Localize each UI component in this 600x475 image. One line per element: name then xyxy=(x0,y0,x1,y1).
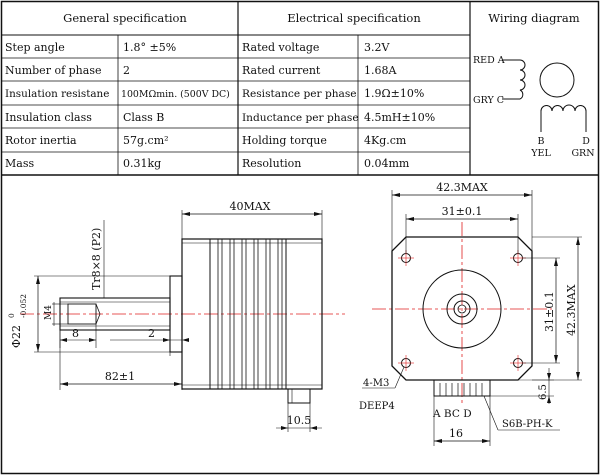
front-connector xyxy=(433,379,491,397)
dim-shaft-tol-upper: 0 xyxy=(7,313,16,318)
general-value-rotor-inertia: 57g.cm² xyxy=(123,134,169,147)
wire-red-a: RED A xyxy=(473,55,505,66)
dim-total-length: 82±1 xyxy=(105,370,135,383)
dim-thread: Tr8×8 (P2) xyxy=(90,228,103,290)
header-electrical: Electrical specification xyxy=(287,11,421,25)
front-view: 42.3MAX 31±0.1 31±0.1 42.3MAX 6.5 4-M3 D… xyxy=(359,181,582,446)
general-value-insulation-resistance: 100MΩmin. (500V DC) xyxy=(121,89,230,100)
electrical-label-current: Rated current xyxy=(242,64,321,77)
hub-ring xyxy=(446,293,478,325)
header-general: General specification xyxy=(63,11,187,25)
wire-yel: YEL xyxy=(530,148,551,159)
electrical-label-inductance: Inductance per phase xyxy=(242,112,359,124)
electrical-label-torque: Holding torque xyxy=(242,134,327,147)
side-view: 40MAX Tr8×8 (P2) Φ22 0 -0.052 M4 8 2 xyxy=(7,200,345,432)
electrical-label-resolution: Resolution xyxy=(242,157,301,170)
general-label-mass: Mass xyxy=(5,157,34,170)
wiring-diagram: RED A GRY C B YEL D GRN xyxy=(473,55,595,159)
dim-height-max: 42.3MAX xyxy=(565,284,578,336)
general-value-mass: 0.31kg xyxy=(123,157,161,170)
side-connector xyxy=(287,388,311,404)
general-value-insulation-class: Class B xyxy=(123,111,164,124)
coil-a-c xyxy=(519,59,526,100)
connector-pins: A BC D xyxy=(432,408,472,420)
general-label-insulation-resistance: Insulation resistane xyxy=(5,88,109,100)
shaft-ring xyxy=(453,300,471,318)
dim-width-max: 42.3MAX xyxy=(436,181,488,194)
dim-connector-width: 10.5 xyxy=(287,414,312,427)
dim-8: 8 xyxy=(72,327,79,340)
electrical-label-resistance: Resistance per phase xyxy=(242,88,357,100)
wire-b: B xyxy=(538,136,545,147)
wire-d: D xyxy=(582,136,590,147)
wire-gry-c: GRY C xyxy=(473,95,504,106)
note-holes: 4-M3 xyxy=(363,378,389,389)
coil-b-d xyxy=(540,104,587,112)
electrical-value-resolution: 0.04mm xyxy=(364,157,410,170)
motor-symbol xyxy=(539,62,575,98)
electrical-value-voltage: 3.2V xyxy=(364,41,390,54)
dim-16: 16 xyxy=(449,427,463,440)
coil-b-d-lines xyxy=(540,111,587,132)
cooling-fins xyxy=(217,239,283,389)
electrical-label-voltage: Rated voltage xyxy=(242,41,319,54)
boss-ring xyxy=(422,269,502,349)
general-spec-rows: Step angle 1.8° ±5% Number of phase 2 In… xyxy=(5,41,230,170)
general-label-rotor-inertia: Rotor inertia xyxy=(5,134,77,147)
electrical-value-inductance: 4.5mH±10% xyxy=(364,111,435,124)
dim-2: 2 xyxy=(148,327,155,340)
connector-part: S6B-PH-K xyxy=(502,419,553,430)
electrical-value-resistance: 1.9Ω±10% xyxy=(364,87,424,100)
header-wiring: Wiring diagram xyxy=(488,11,580,25)
general-value-step-angle: 1.8° ±5% xyxy=(123,41,176,54)
dim-body-length: 40MAX xyxy=(229,200,270,213)
electrical-value-current: 1.68A xyxy=(364,64,397,77)
general-label-phase: Number of phase xyxy=(5,64,101,77)
lead-screw xyxy=(59,297,171,331)
general-label-insulation-class: Insulation class xyxy=(5,111,92,124)
electrical-value-torque: 4Kg.cm xyxy=(364,134,407,147)
electrical-spec-rows: Rated voltage 3.2V Rated current 1.68A R… xyxy=(242,41,435,170)
dim-shaft-tol-lower: -0.052 xyxy=(19,294,28,318)
dim-shaft-diameter: Φ22 xyxy=(10,325,23,348)
dim-hole-spacing-v: 31±0.1 xyxy=(543,291,556,332)
general-label-step-angle: Step angle xyxy=(5,41,65,54)
dim-hole-spacing-h: 31±0.1 xyxy=(442,205,483,218)
wire-grn: GRN xyxy=(571,148,594,159)
dim-flat: M4 xyxy=(44,305,54,320)
screw-flat xyxy=(67,303,97,325)
general-value-phase: 2 xyxy=(123,64,130,77)
coil-a-c-lines xyxy=(502,59,520,100)
note-depth: DEEP4 xyxy=(359,401,395,412)
dim-6-5: 6.5 xyxy=(538,384,549,400)
